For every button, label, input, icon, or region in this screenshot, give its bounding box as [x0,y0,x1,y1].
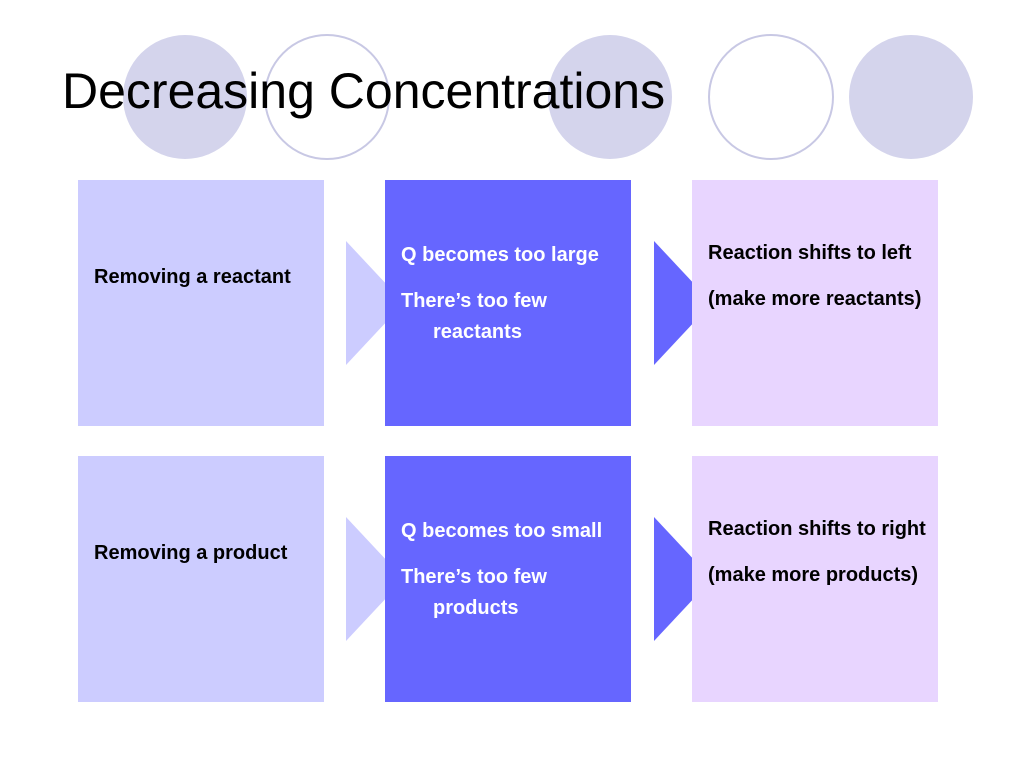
result-text: Reaction shifts to left [708,242,912,264]
page-title: Decreasing Concentrations [62,63,666,119]
result-text: Reaction shifts to right [708,518,926,540]
result-box-shift-right: Reaction shifts to right (make more prod… [692,456,938,702]
result-text: (make more reactants) [708,288,922,310]
effect-text: There’s too few reactants [401,290,547,343]
arrow-right-icon [346,517,404,641]
outline-circle [708,34,834,160]
filled-circle [548,35,672,159]
filled-circle [849,35,973,159]
arrow-right-icon [654,241,712,365]
effect-box-q-small: Q becomes too small There’s too few prod… [385,456,631,702]
result-text: (make more products) [708,564,919,586]
arrow-right-icon [346,241,404,365]
arrow-right-icon [654,517,712,641]
cause-box-product: Removing a product [78,456,324,702]
effect-text: Q becomes too small [401,520,603,542]
effect-text: There’s too few products [401,566,547,619]
filled-circle [123,35,247,159]
effect-box-q-large: Q becomes too large There’s too few reac… [385,180,631,426]
cause-text: Removing a reactant [94,266,291,288]
effect-text: Q becomes too large [401,244,599,266]
decorative-circles [123,34,973,160]
cause-text: Removing a product [94,542,288,564]
result-box-shift-left: Reaction shifts to left (make more react… [692,180,938,426]
outline-circle [264,34,390,160]
cause-box-reactant: Removing a reactant [78,180,324,426]
